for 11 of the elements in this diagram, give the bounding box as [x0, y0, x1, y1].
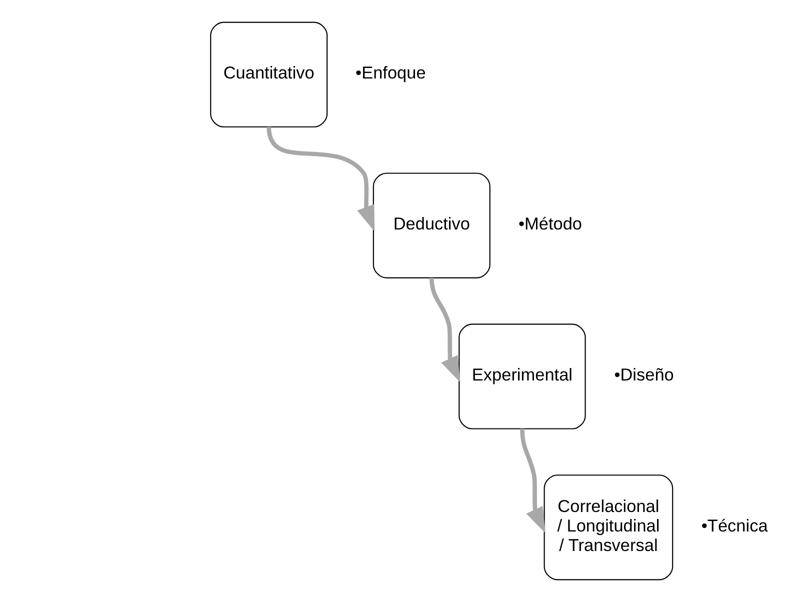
node-box: Cuantitativo [210, 21, 328, 127]
node-box: Experimental [458, 323, 586, 429]
node-label: •Enfoque [356, 62, 426, 82]
node-box: Deductivo [372, 172, 490, 278]
node-box: Correlacional / Longitudinal / Transversal [544, 474, 674, 580]
node-label: •Técnica [701, 514, 768, 535]
arrow [266, 126, 375, 232]
arrow [520, 428, 546, 533]
arrow [430, 277, 460, 382]
node-label: •Método [518, 213, 582, 234]
node-label: •Diseño [614, 364, 674, 384]
